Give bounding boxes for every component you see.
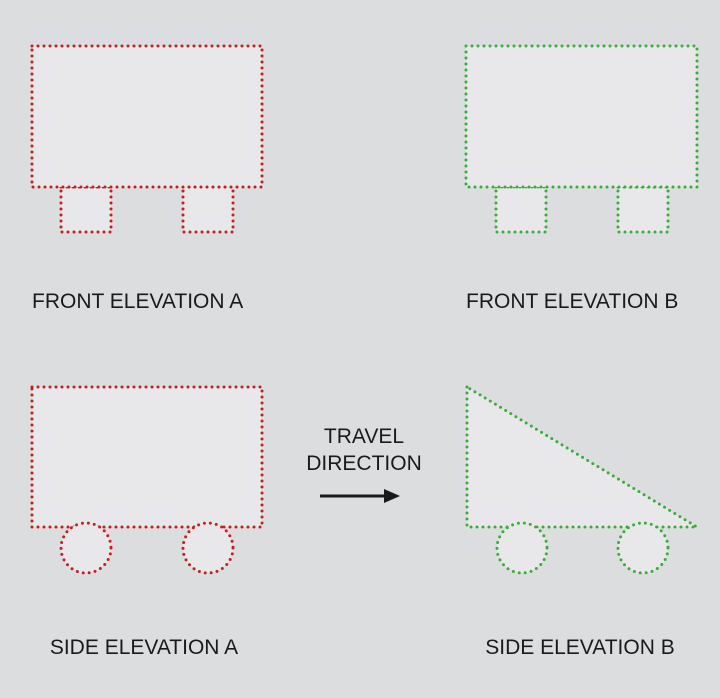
front-b-label: FRONT ELEVATION B: [466, 290, 678, 313]
side-b-front-wheel: [495, 521, 549, 575]
side-a-body: [30, 385, 264, 529]
side-elevation-a: SIDE ELEVATION A: [30, 385, 264, 659]
front-elevation-a: FRONT ELEVATION A: [30, 44, 264, 313]
side-b-body: [465, 384, 703, 529]
side-a-front-wheel: [59, 521, 113, 575]
front-elevation-b: FRONT ELEVATION B: [464, 44, 699, 313]
travel-direction: TRAVEL DIRECTION: [306, 425, 422, 503]
front-a-label: FRONT ELEVATION A: [32, 290, 243, 313]
side-elevation-b: SIDE ELEVATION B: [465, 384, 703, 659]
front-a-body: [30, 44, 264, 189]
front-b-body: [464, 44, 699, 189]
travel-label-line1: TRAVEL: [324, 425, 404, 448]
side-a-label: SIDE ELEVATION A: [50, 636, 238, 659]
front-b-left-foot: [494, 185, 548, 234]
front-a-right-foot: [181, 185, 235, 234]
arrow-right-icon: [320, 489, 400, 503]
front-b-right-foot: [616, 185, 670, 234]
front-a-left-foot: [59, 185, 113, 234]
side-a-rear-wheel: [181, 521, 235, 575]
side-b-rear-wheel: [616, 521, 670, 575]
side-b-label: SIDE ELEVATION B: [485, 636, 674, 659]
travel-label-line2: DIRECTION: [306, 452, 422, 475]
